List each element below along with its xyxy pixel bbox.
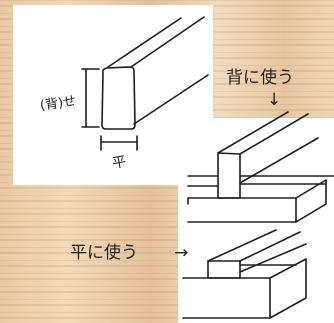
lower-base-board-front — [182, 277, 271, 319]
usage-sketch — [182, 111, 334, 319]
vertical-stud-face — [217, 152, 241, 199]
flat-use-arrow-icon: → — [174, 243, 189, 263]
base-board-right — [295, 179, 327, 223]
height-label: (背)せ — [39, 94, 77, 114]
lumber-dimension-card: (背)せ 平 — [13, 5, 213, 185]
vertical-stud-top-edge-right — [239, 113, 309, 155]
base-board-front — [187, 197, 297, 223]
lumber-sketch: (背)せ 平 — [39, 16, 209, 172]
flat-stud-top-edge — [207, 229, 277, 262]
back-use-arrow-icon: ↓ — [267, 90, 282, 110]
back-rail-left — [187, 175, 219, 187]
lower-base-board-top — [182, 258, 307, 279]
lumber-top-edge — [107, 17, 182, 68]
lumber-bottom-edge — [133, 74, 209, 125]
flat-use-sketch — [182, 229, 307, 319]
flat-stud-face — [207, 260, 241, 279]
lumber-usage-card — [178, 111, 334, 323]
back-use-label: 背に使う — [226, 68, 294, 88]
base-board-top — [187, 179, 327, 199]
back-use-sketch — [187, 111, 334, 223]
flat-stud-back-edge — [239, 243, 307, 273]
flat-stud-top-edge-right — [239, 231, 301, 262]
lumber-front-face — [101, 66, 136, 130]
lumber-top-right-edge — [130, 16, 205, 68]
vertical-stud-top-edge — [217, 111, 289, 154]
flat-use-label: 平に使う — [70, 243, 138, 263]
width-label: 平 — [111, 154, 128, 172]
back-rail-right — [239, 175, 334, 185]
lower-base-board-right — [269, 258, 307, 319]
